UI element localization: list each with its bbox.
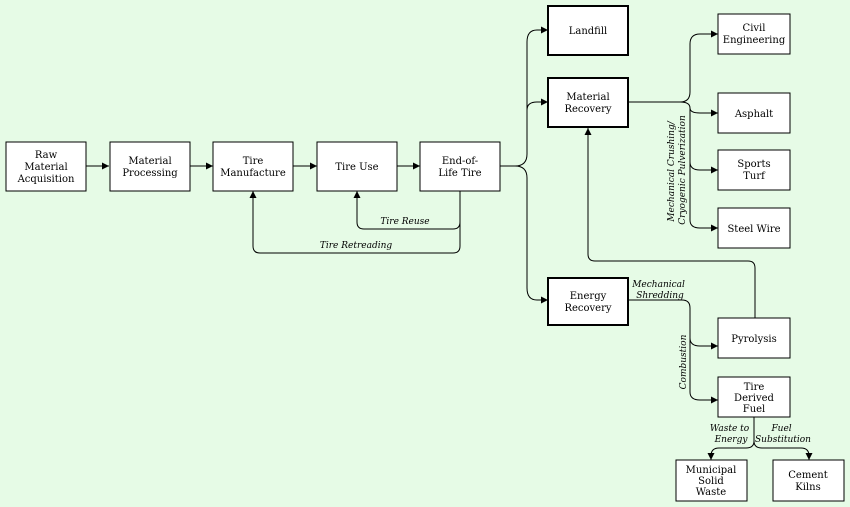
- edge-energy-recovery-to-pyrolysis: [628, 299, 718, 350]
- svg-text:Landfill: Landfill: [569, 26, 608, 37]
- edges: [86, 26, 813, 460]
- edge-end-of-life-to-material-recovery: [526, 98, 548, 111]
- edge-material-recovery-to-asphalt: [679, 101, 718, 117]
- edge-labels: Tire Reuse Tire Retreading Mechanical Cr…: [320, 115, 811, 445]
- edge-end-of-life-to-energy-recovery: [514, 165, 548, 304]
- edge-pyrolysis-to-material-recovery: [584, 128, 756, 318]
- svg-text:Asphalt: Asphalt: [734, 109, 773, 120]
- label-mechanical-shredding: Mechanical Shredding: [631, 280, 688, 301]
- label-mechanical-crushing: Mechanical Crushing/ Cryogenic Pulveriza…: [667, 115, 688, 225]
- edge-energy-recovery-to-fuel: [689, 338, 718, 404]
- edge-tire-retreading: [249, 191, 461, 254]
- label-waste-to-energy: Waste to Energy: [710, 424, 752, 445]
- node-landfill: Landfill: [547, 5, 629, 56]
- node-steel-wire: Steel Wire: [717, 207, 791, 249]
- edge-material-recovery-to-sports-turf: [689, 108, 718, 174]
- edge-material-recovery-to-steel-wire: [689, 162, 718, 232]
- node-end-of-life-tire: End-of-Life Tire: [419, 141, 501, 192]
- svg-text:Pyrolysis: Pyrolysis: [731, 334, 777, 345]
- edge-fuel-to-cement-kilns: [753, 440, 813, 460]
- label-combustion: Combustion: [679, 334, 689, 389]
- svg-text:Steel Wire: Steel Wire: [727, 224, 780, 235]
- svg-text:End-of-Life Tire: End-of-Life Tire: [438, 156, 481, 179]
- svg-text:Tire Use: Tire Use: [335, 162, 378, 173]
- edge-fuel-to-municipal-waste: [707, 417, 755, 460]
- edge-material-recovery-to-civil-engineering: [628, 30, 718, 103]
- edge-end-of-life-to-landfill: [500, 26, 548, 167]
- node-tire-use: Tire Use: [316, 141, 398, 192]
- label-fuel-substitution: Fuel Substitution: [755, 424, 811, 445]
- node-pyrolysis: Pyrolysis: [717, 317, 791, 359]
- label-tire-reuse: Tire Reuse: [380, 217, 429, 227]
- node-asphalt: Asphalt: [717, 92, 791, 134]
- label-tire-retreading: Tire Retreading: [320, 241, 393, 251]
